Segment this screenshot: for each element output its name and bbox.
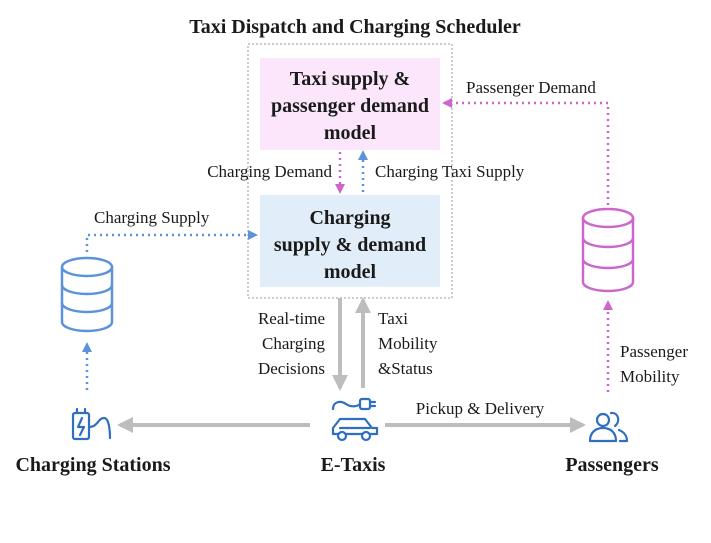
passenger-model-line-2: passenger demand <box>271 95 429 117</box>
passengers-label: Passengers <box>565 454 659 476</box>
passenger-demand-label: Passenger Demand <box>466 78 596 97</box>
electric-car-icon <box>331 397 379 442</box>
realtime-decisions-label-1: Real-time <box>258 309 325 328</box>
passenger-model-box: Taxi supply & passenger demand model <box>260 58 440 150</box>
charging-model-box: Charging supply & demand model <box>260 195 440 287</box>
passenger-mobility-label-1: Passenger <box>620 342 688 361</box>
charging-model-line-1: Charging <box>309 207 390 229</box>
people-icon <box>588 411 629 443</box>
diagram-title: Taxi Dispatch and Charging Scheduler <box>189 16 521 38</box>
scheduler-container <box>247 43 453 299</box>
passenger-model-line-3: model <box>324 122 377 144</box>
charging-supply-label: Charging Supply <box>94 208 210 227</box>
charging-supply-arrow <box>85 230 258 252</box>
realtime-decisions-label-2: Charging <box>262 334 325 353</box>
passenger-demand-arrow <box>442 98 610 205</box>
realtime-decisions-label-3: Decisions <box>258 359 325 378</box>
taxi-mobility-label-2: Mobility <box>378 334 438 353</box>
taxi-mobility-label-1: Taxi <box>378 309 408 328</box>
passenger-model-line-1: Taxi supply & <box>290 68 410 90</box>
charging-stations-label: Charging Stations <box>15 454 170 476</box>
passenger-mobility-label-2: Mobility <box>620 367 680 386</box>
pickup-delivery-label: Pickup & Delivery <box>416 399 545 418</box>
charging-demand-label: Charging Demand <box>207 162 332 181</box>
charging-database-icon <box>60 256 114 333</box>
etaxis-label: E-Taxis <box>321 454 386 476</box>
passenger-database-icon <box>581 207 635 293</box>
charging-taxi-supply-label: Charging Taxi Supply <box>375 162 525 181</box>
charging-model-line-3: model <box>324 261 377 283</box>
charging-station-icon <box>71 407 112 441</box>
charging-model-line-2: supply & demand <box>274 234 426 256</box>
taxi-mobility-label-3: &Status <box>378 359 433 378</box>
